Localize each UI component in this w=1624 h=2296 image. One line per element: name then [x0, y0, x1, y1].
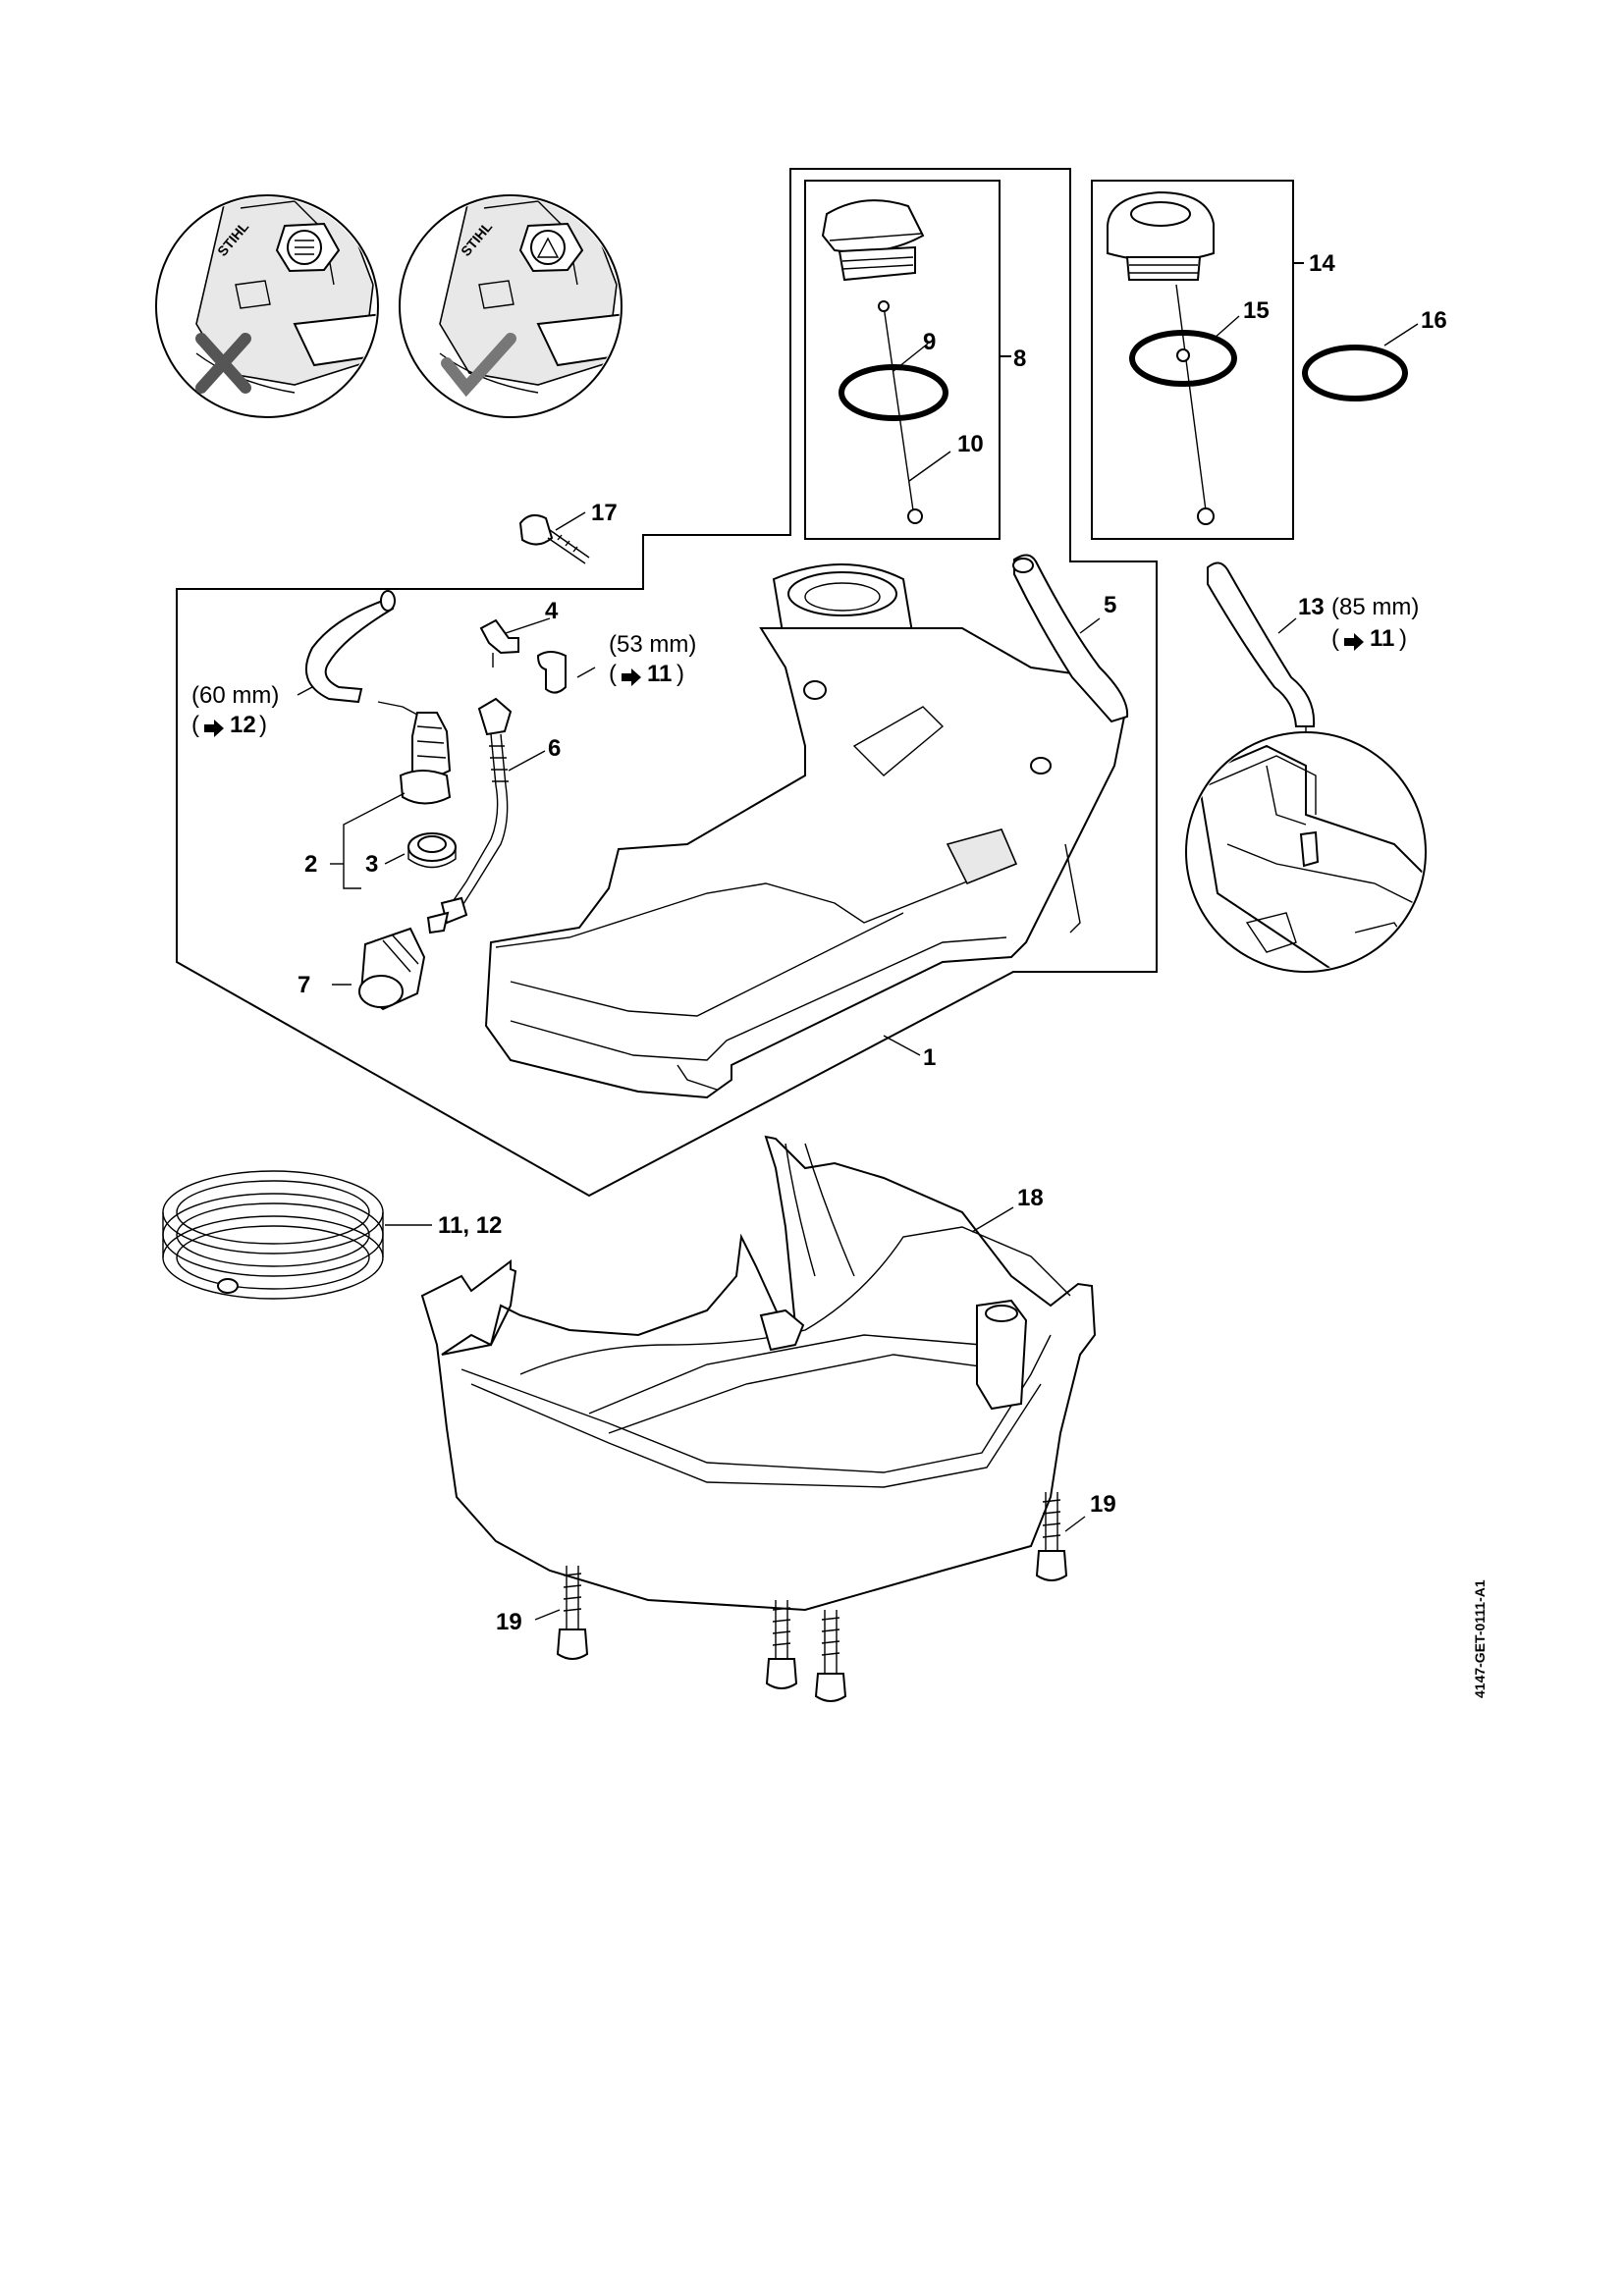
callout-4: 4 [545, 598, 559, 624]
svg-text:(: ( [609, 661, 617, 687]
callout-19-left: 19 [496, 1609, 522, 1635]
hose-coil-11-12 [162, 1170, 432, 1300]
callout-10: 10 [957, 431, 984, 457]
svg-text:(: ( [1331, 625, 1339, 652]
ref-11: 11 [647, 661, 672, 687]
cap-assembly-box-14 [1091, 180, 1419, 540]
bracket-2-3 [343, 792, 406, 889]
ref-12: 12 [230, 712, 256, 738]
dimension-53mm: (53 mm) [609, 631, 696, 658]
fuel-tank-1 [484, 563, 1126, 1099]
ref-11-b: 11 [1370, 625, 1394, 652]
callout-5: 5 [1104, 592, 1116, 618]
callout-2: 2 [304, 851, 317, 878]
hose-53mm [536, 651, 596, 694]
dimension-85mm: (85 mm) [1331, 594, 1419, 620]
hose-5 [1012, 554, 1129, 723]
callout-11-12: 11, 12 [438, 1212, 502, 1239]
callout-18: 18 [1017, 1185, 1044, 1211]
pickup-body-7 [332, 927, 426, 1011]
callout-16: 16 [1421, 307, 1447, 334]
callout-7: 7 [298, 972, 310, 998]
tank-shroud-18 [420, 1135, 1097, 1612]
callout-19-right: 19 [1090, 1491, 1116, 1518]
screw-19-center-b [814, 1610, 847, 1702]
fuel-hose-6 [426, 697, 546, 934]
callout-15: 15 [1243, 297, 1270, 324]
elbow-fitting-4 [479, 617, 551, 667]
screw-17 [518, 511, 590, 564]
callout-17: 17 [591, 500, 618, 526]
dimension-60mm: (60 mm) [191, 682, 279, 709]
callout-6: 6 [548, 735, 561, 762]
callout-9: 9 [923, 329, 936, 355]
callout-14: 14 [1309, 250, 1335, 277]
callout-13: 13 [1298, 594, 1325, 620]
tank-vent-2 [377, 701, 452, 805]
callout-8: 8 [1013, 346, 1026, 372]
arrow-ref-icon-3 [1344, 633, 1364, 651]
detail-correct-cap-orientation: STIHL [399, 194, 623, 418]
detail-wrong-cap-orientation: STIHL [155, 194, 379, 418]
svg-text:): ) [259, 712, 267, 738]
svg-text:): ) [1399, 625, 1407, 652]
screw-19-center-a [765, 1600, 798, 1689]
callout-1: 1 [923, 1044, 936, 1071]
hose-60mm [297, 590, 396, 704]
drawing-id: 4147-GET-0111-A1 [1472, 1579, 1488, 1698]
detail-hose-installation [1185, 731, 1427, 973]
screw-19-left [534, 1566, 589, 1660]
cap-assembly-box-8 [804, 180, 1011, 540]
hose-13 [1207, 561, 1316, 727]
wrong-x-icon [195, 333, 251, 394]
arrow-ref-icon [204, 720, 224, 737]
grommet-3 [407, 832, 457, 869]
check-icon [441, 333, 516, 398]
screw-19-right [1035, 1492, 1086, 1581]
callout-3: 3 [365, 851, 378, 878]
ref-12-paren: ( [191, 712, 199, 738]
svg-text:): ) [677, 661, 684, 687]
assembly-frame [176, 168, 1158, 1198]
arrow-ref-icon-2 [622, 668, 641, 686]
